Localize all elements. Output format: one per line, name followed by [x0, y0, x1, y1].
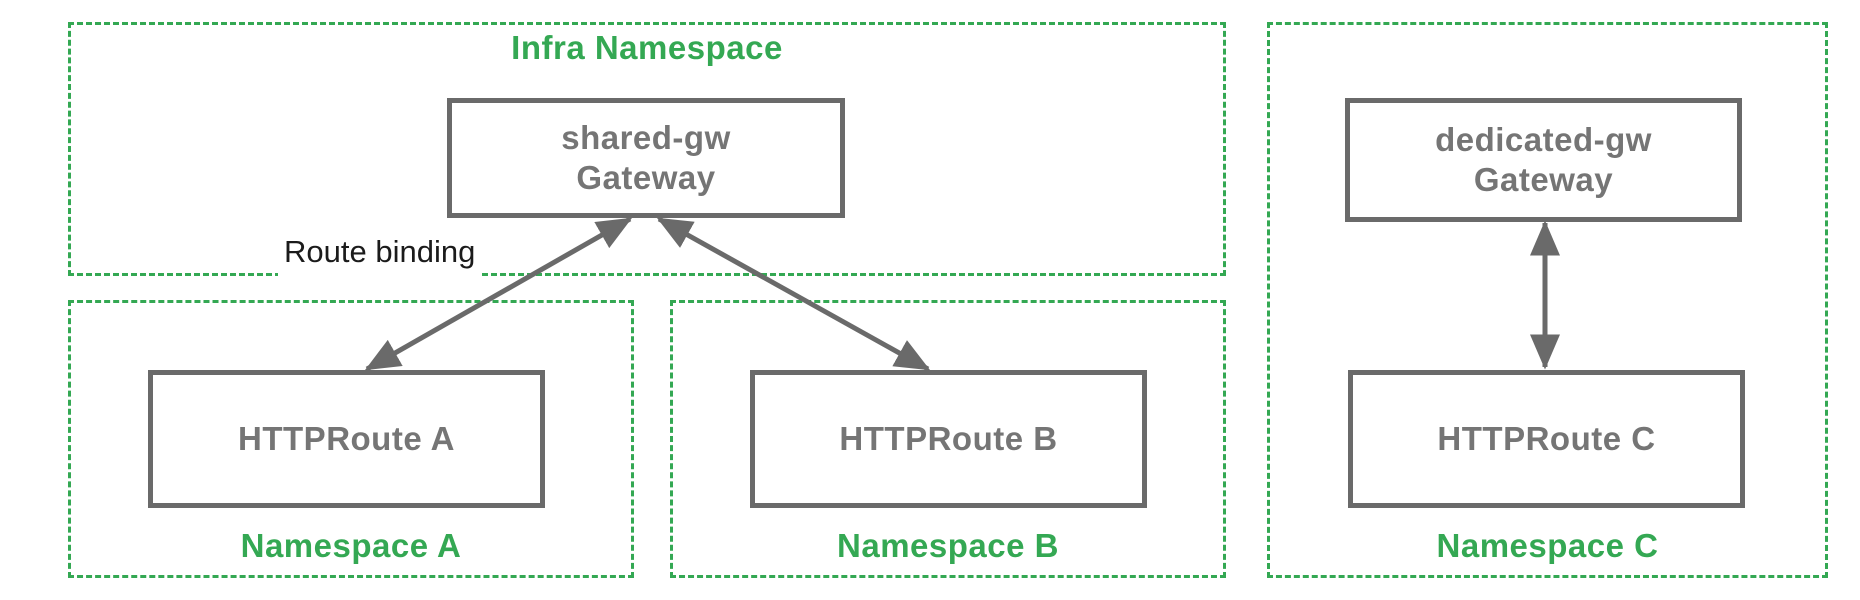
infra-namespace-container: Infra Namespace [68, 22, 1226, 276]
dedicated-gw-kind: Gateway [1473, 161, 1614, 198]
shared-gw-gateway-node: shared-gw Gateway [447, 98, 845, 218]
shared-gw-kind: Gateway [576, 159, 716, 196]
namespace-c-label: Namespace C [1436, 527, 1659, 564]
route-binding-label: Route binding [278, 232, 482, 278]
namespace-a-container: Namespace A [68, 300, 634, 578]
namespace-b-container: Namespace B [670, 300, 1226, 578]
httproute-b-label: HTTPRoute B [839, 419, 1058, 457]
infra-namespace-label: Infra Namespace [511, 29, 783, 66]
httproute-a-label: HTTPRoute A [238, 419, 455, 457]
namespace-a-label: Namespace A [240, 527, 462, 564]
httproute-b-node: HTTPRoute B [750, 370, 1147, 508]
dedicated-gw-gateway-node: dedicated-gw Gateway [1345, 98, 1742, 222]
httproute-c-node: HTTPRoute C [1348, 370, 1745, 508]
httproute-c-label: HTTPRoute C [1437, 419, 1656, 457]
namespace-c-container: Namespace C [1267, 22, 1828, 578]
httproute-a-node: HTTPRoute A [148, 370, 545, 508]
shared-gw-name: shared-gw [561, 118, 731, 156]
dedicated-gw-name: dedicated-gw [1435, 120, 1652, 158]
namespace-b-label: Namespace B [837, 527, 1059, 564]
